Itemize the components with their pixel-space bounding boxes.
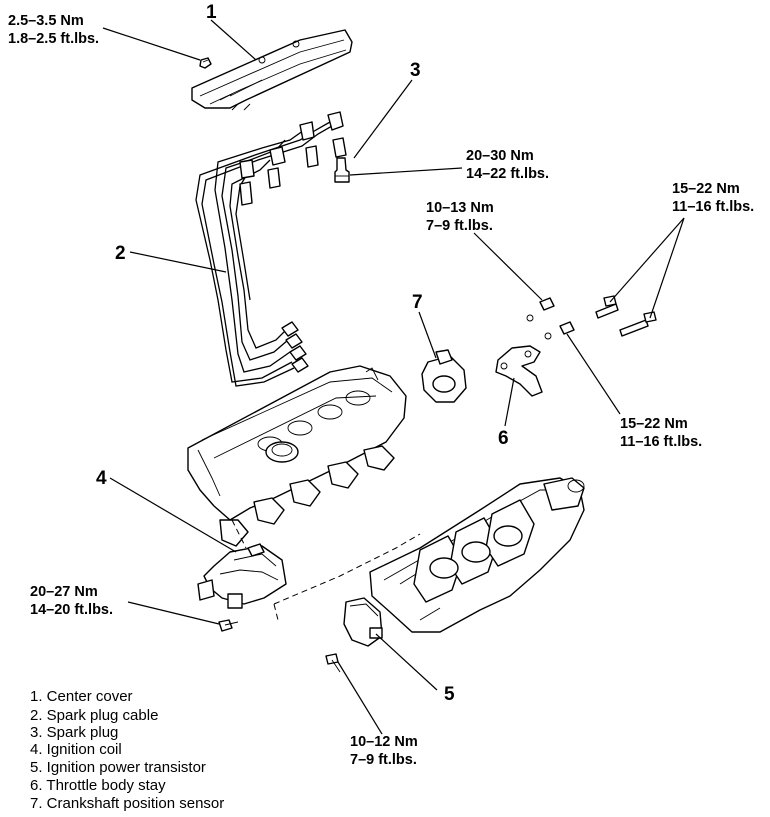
legend-item-3: 3. Spark plug bbox=[30, 724, 118, 741]
torque-center-cover-bolt: 2.5–3.5 Nm 1.8–2.5 ft.lbs. bbox=[8, 13, 99, 47]
torque-ftlbs: 11–16 ft.lbs. bbox=[620, 434, 702, 450]
callout-4: 4 bbox=[96, 468, 107, 489]
callout-1: 1 bbox=[206, 2, 217, 23]
torque-stay-bolts: 15–22 Nm 11–16 ft.lbs. bbox=[672, 181, 754, 215]
torque-ftlbs: 7–9 ft.lbs. bbox=[350, 752, 417, 768]
legend-item-4: 4. Ignition coil bbox=[30, 741, 122, 758]
stay-nut bbox=[526, 297, 575, 340]
callout-2: 2 bbox=[115, 243, 126, 264]
torque-ignition-coil-bolt: 20–27 Nm 14–20 ft.lbs. bbox=[30, 584, 113, 618]
legend-item-6: 6. Throttle body stay bbox=[30, 777, 166, 794]
spark-plug-cables bbox=[195, 111, 347, 387]
torque-ftlbs: 7–9 ft.lbs. bbox=[426, 218, 493, 234]
center-cover bbox=[191, 29, 353, 111]
torque-nm: 2.5–3.5 Nm bbox=[8, 13, 84, 29]
legend-item-1: 1. Center cover bbox=[30, 688, 133, 705]
torque-nm: 10–12 Nm bbox=[350, 734, 418, 750]
torque-nm: 10–13 Nm bbox=[426, 200, 494, 216]
torque-spark-plug: 20–30 Nm 14–22 ft.lbs. bbox=[466, 148, 549, 182]
torque-transistor-bolt: 10–12 Nm 7–9 ft.lbs. bbox=[350, 734, 418, 768]
legend-item-7: 7. Crankshaft position sensor bbox=[30, 795, 224, 812]
torque-ftlbs: 14–20 ft.lbs. bbox=[30, 602, 113, 618]
torque-nm: 20–30 Nm bbox=[466, 148, 534, 164]
torque-stay-nut: 15–22 Nm 11–16 ft.lbs. bbox=[620, 416, 702, 450]
ignition-coil bbox=[197, 543, 287, 609]
ignition-power-transistor bbox=[343, 597, 383, 647]
transistor-bolt bbox=[325, 653, 341, 673]
cylinder-head bbox=[187, 365, 407, 547]
throttle-body-stay bbox=[495, 345, 543, 397]
callout-3: 3 bbox=[410, 60, 421, 81]
ignition-coil-bolt bbox=[218, 619, 239, 632]
crankshaft-position-sensor bbox=[421, 349, 467, 403]
torque-ftlbs: 11–16 ft.lbs. bbox=[672, 199, 754, 215]
callout-7: 7 bbox=[412, 292, 423, 313]
legend-item-2: 2. Spark plug cable bbox=[30, 707, 158, 724]
intake-manifold bbox=[369, 477, 585, 633]
torque-nm: 15–22 Nm bbox=[672, 181, 740, 197]
parts-legend: 1. Center cover 2. Spark plug cable 3. S… bbox=[30, 688, 224, 812]
stay-bolt-short bbox=[595, 295, 619, 319]
center-cover-bolt bbox=[199, 57, 212, 69]
leader-lines bbox=[102, 19, 685, 735]
alignment-lines bbox=[231, 519, 421, 621]
torque-ftlbs: 1.8–2.5 ft.lbs. bbox=[8, 31, 99, 47]
spark-plug bbox=[334, 157, 350, 183]
torque-ftlbs: 14–22 ft.lbs. bbox=[466, 166, 549, 182]
torque-nm: 20–27 Nm bbox=[30, 584, 98, 600]
callout-5: 5 bbox=[444, 684, 455, 705]
legend-item-5: 5. Ignition power transistor bbox=[30, 759, 206, 776]
torque-nm: 15–22 Nm bbox=[620, 416, 688, 432]
torque-crank-sensor-bolt: 10–13 Nm 7–9 ft.lbs. bbox=[426, 200, 494, 234]
callout-6: 6 bbox=[498, 428, 509, 449]
